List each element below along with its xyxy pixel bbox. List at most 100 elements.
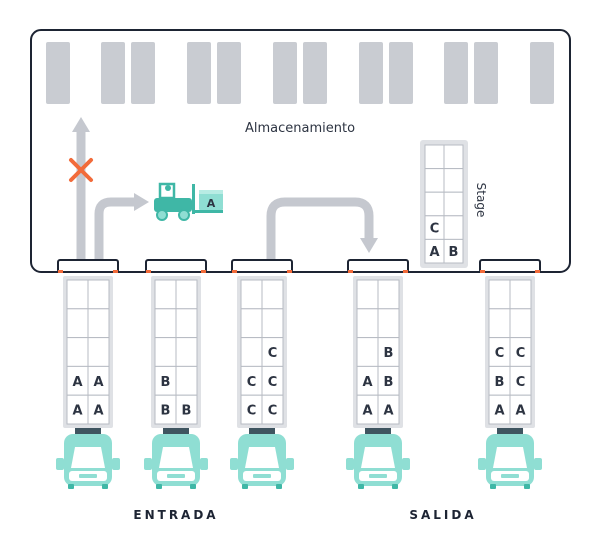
trailer-cell xyxy=(154,308,177,339)
trailer-cell xyxy=(509,394,532,425)
forklift-load-label: A xyxy=(207,197,216,210)
rack xyxy=(530,42,554,104)
forklift-icon: A xyxy=(154,182,223,221)
trailer-cell xyxy=(377,394,400,425)
dock-door xyxy=(57,259,119,273)
to-forklift-arrow xyxy=(94,197,136,262)
trailer-cell-label: A xyxy=(362,404,372,419)
trailer-cell xyxy=(509,279,532,310)
dock-accent xyxy=(287,270,292,273)
trailer-cell xyxy=(175,365,198,396)
arrow-head-down xyxy=(360,238,378,253)
dock-accent xyxy=(348,270,353,273)
loading-docks xyxy=(57,259,541,273)
dock-door xyxy=(231,259,293,273)
trailer-cell xyxy=(356,279,379,310)
flow-arrows xyxy=(76,130,374,262)
stage-cell xyxy=(443,191,464,217)
trailer-cell-label: B xyxy=(161,404,171,419)
trailer-cell-label: A xyxy=(72,404,82,419)
trailer-cell xyxy=(87,337,110,367)
trailer-cell-label: C xyxy=(268,346,278,361)
trailer-cell xyxy=(261,394,284,425)
stage-cell-label: A xyxy=(429,245,439,260)
dock-door xyxy=(145,259,207,273)
dock-door xyxy=(347,259,409,273)
trailer-cell xyxy=(356,308,379,339)
trailer-cell xyxy=(240,337,263,367)
trailer-cell xyxy=(509,308,532,339)
trailer-cell-label: B xyxy=(182,404,192,419)
cross-dock-arrow xyxy=(266,197,374,262)
trailer-cell xyxy=(240,308,263,339)
dock-accent xyxy=(232,270,237,273)
stage-cell-label: B xyxy=(449,245,459,260)
arrow-heads xyxy=(72,117,378,253)
dock-accent xyxy=(403,270,408,273)
trailer-cell xyxy=(175,279,198,310)
trailer-cell xyxy=(488,308,511,339)
trailer-cell-label: C xyxy=(247,375,257,390)
dock-accent xyxy=(146,270,151,273)
stage-label: Stage xyxy=(474,183,488,218)
trailer-cell-label: B xyxy=(495,375,505,390)
truck-cab-icon xyxy=(230,428,294,489)
trailer-cell xyxy=(154,279,177,310)
trailer-cell xyxy=(488,279,511,310)
truck-cab-icon xyxy=(478,428,542,489)
rack xyxy=(131,42,155,104)
trailer-cell xyxy=(66,279,89,310)
trailer-cell-label: A xyxy=(362,375,372,390)
stage-cell xyxy=(424,144,445,170)
arrow-head-up xyxy=(72,117,90,132)
trailer-cell-label: C xyxy=(268,404,278,419)
trailer-cell xyxy=(66,337,89,367)
dock-accent xyxy=(535,270,540,273)
rack xyxy=(187,42,211,104)
dock-accent xyxy=(58,270,63,273)
trailer-cell-label: A xyxy=(93,404,103,419)
trailer-cell-label: A xyxy=(93,375,103,390)
x-mark-icon xyxy=(69,158,93,182)
stage-cell xyxy=(424,168,445,193)
section-label-outbound: SALIDA xyxy=(409,508,476,522)
trailer-cell xyxy=(261,308,284,339)
truck-cab-icon xyxy=(56,428,120,489)
stage-cell xyxy=(424,191,445,217)
rack xyxy=(46,42,70,104)
stage-cell-label: C xyxy=(430,222,440,237)
stage-cell xyxy=(443,144,464,170)
trailer-cell xyxy=(87,394,110,425)
trailer-cell-label: C xyxy=(247,404,257,419)
trailer-cell-label: A xyxy=(383,404,393,419)
trailer-cell xyxy=(356,337,379,367)
forklift-load-box xyxy=(199,190,223,210)
trailer-cell-label: C xyxy=(495,346,505,361)
rack xyxy=(389,42,413,104)
rack xyxy=(474,42,498,104)
section-label-inbound: ENTRADA xyxy=(133,508,218,522)
storage-racks xyxy=(46,42,554,104)
trailer-cell-label: A xyxy=(72,375,82,390)
trailer-cell-label: C xyxy=(268,375,278,390)
rack xyxy=(101,42,125,104)
trailer-cell xyxy=(175,308,198,339)
trailer-cell xyxy=(261,279,284,310)
trailer-cell-label: B xyxy=(384,375,394,390)
trailer-cell xyxy=(66,308,89,339)
trailer-cell xyxy=(175,394,198,425)
stage-cell xyxy=(443,215,464,240)
truck-cab-icon xyxy=(144,428,208,489)
truck-cab-icon xyxy=(346,428,410,489)
trailer-cell xyxy=(377,308,400,339)
rack xyxy=(273,42,297,104)
stage-cell xyxy=(443,168,464,193)
storage-label: Almacenamiento xyxy=(245,121,355,136)
trailer-cell-label: A xyxy=(494,404,504,419)
trailer-cell-label: C xyxy=(516,346,526,361)
